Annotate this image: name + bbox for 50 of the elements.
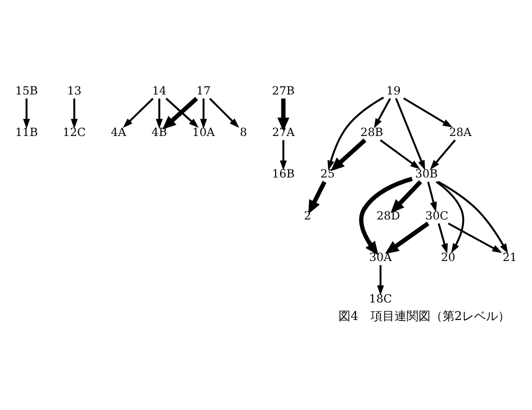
node-text: 30C xyxy=(425,208,448,222)
node-text: 27A xyxy=(272,126,295,139)
arrow xyxy=(122,97,154,128)
arrow xyxy=(209,97,240,128)
arrow xyxy=(430,139,456,170)
arrow xyxy=(374,98,391,128)
caption: 図4 項目連関図（第2レベル） xyxy=(338,308,510,322)
node-text: 20 xyxy=(441,250,456,264)
node-text: 19 xyxy=(386,84,401,97)
node-text: 14 xyxy=(152,84,166,97)
node-text: 15B xyxy=(15,84,38,97)
node-text: 27B xyxy=(272,84,295,97)
node-text: 21 xyxy=(502,250,517,264)
arrow xyxy=(330,138,366,171)
node-text: 12C xyxy=(62,126,86,139)
arrow xyxy=(448,222,502,252)
node-text: 8 xyxy=(240,126,248,139)
node-text: 17 xyxy=(196,84,211,97)
arrow xyxy=(277,98,290,131)
node-text: 11B xyxy=(15,126,38,139)
node-text: 28B xyxy=(360,126,384,139)
node-text: 30A xyxy=(369,250,392,264)
node-text: 13 xyxy=(67,84,82,97)
node-text: 16B xyxy=(272,167,295,180)
arrow xyxy=(403,97,453,128)
arrow xyxy=(395,98,426,170)
arrow xyxy=(377,264,384,295)
node-text: 25 xyxy=(320,167,335,180)
node-text: 4A xyxy=(110,126,126,139)
node-text: 4B xyxy=(152,126,168,139)
arrow xyxy=(359,176,413,255)
arrow xyxy=(70,98,78,128)
arrow xyxy=(385,221,430,254)
arrow xyxy=(156,98,163,128)
arrow xyxy=(438,222,448,254)
arrow xyxy=(427,181,437,212)
node-text: 28A xyxy=(449,126,472,139)
arrow xyxy=(438,180,508,254)
node-text: 18C xyxy=(369,292,392,306)
arrow xyxy=(328,96,384,170)
node-text: 10A xyxy=(192,126,215,139)
arrow xyxy=(380,138,420,169)
arrow xyxy=(390,180,422,213)
arrow xyxy=(23,98,30,128)
arrow xyxy=(280,140,287,170)
node-text: 30B xyxy=(415,167,438,180)
arrow xyxy=(308,180,326,214)
arrow xyxy=(200,98,207,128)
node-text: 28D xyxy=(376,208,400,222)
arrow xyxy=(436,180,464,253)
